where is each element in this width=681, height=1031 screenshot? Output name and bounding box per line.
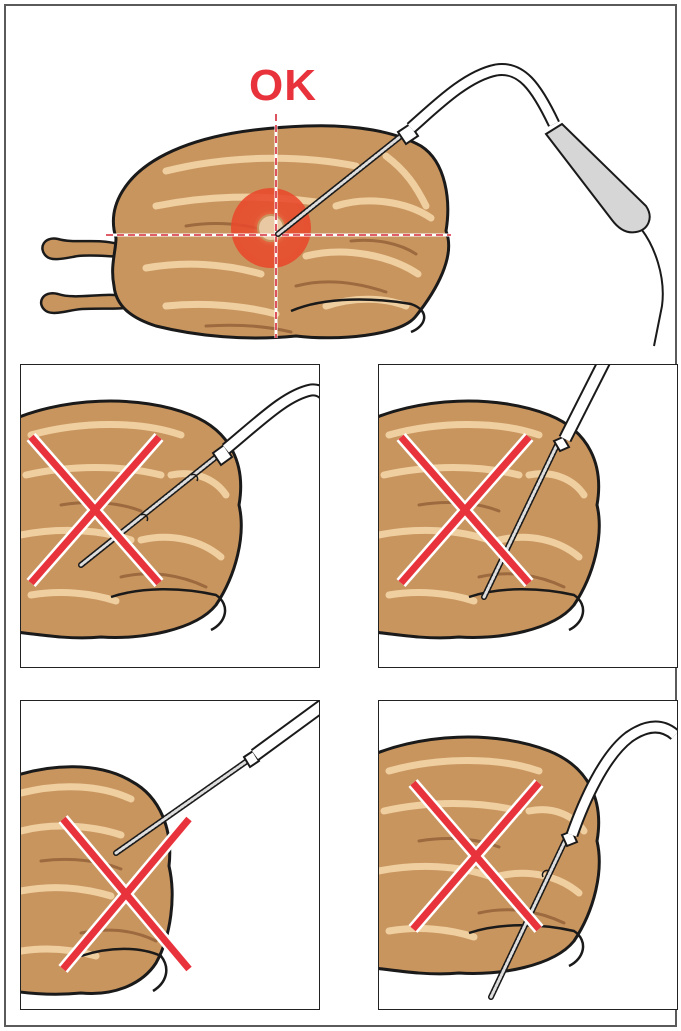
chicken-body	[21, 767, 172, 994]
hero-svg	[6, 6, 675, 358]
target-core	[258, 215, 284, 241]
probe-cable	[642, 230, 663, 346]
chicken-body	[21, 401, 241, 638]
chicken-body	[379, 737, 599, 974]
wrong-panel-shallow-angle	[20, 364, 320, 668]
ok-label: OK	[249, 64, 317, 108]
wrong-panel-through-bottom	[378, 364, 678, 668]
probe-handle	[546, 124, 650, 232]
wrong-panel-tip-outside	[20, 700, 320, 1010]
wrong-panel-vertical-through	[378, 700, 678, 1010]
thermometer-probe	[116, 703, 320, 853]
correct-placement-illustration: OK	[6, 6, 675, 358]
